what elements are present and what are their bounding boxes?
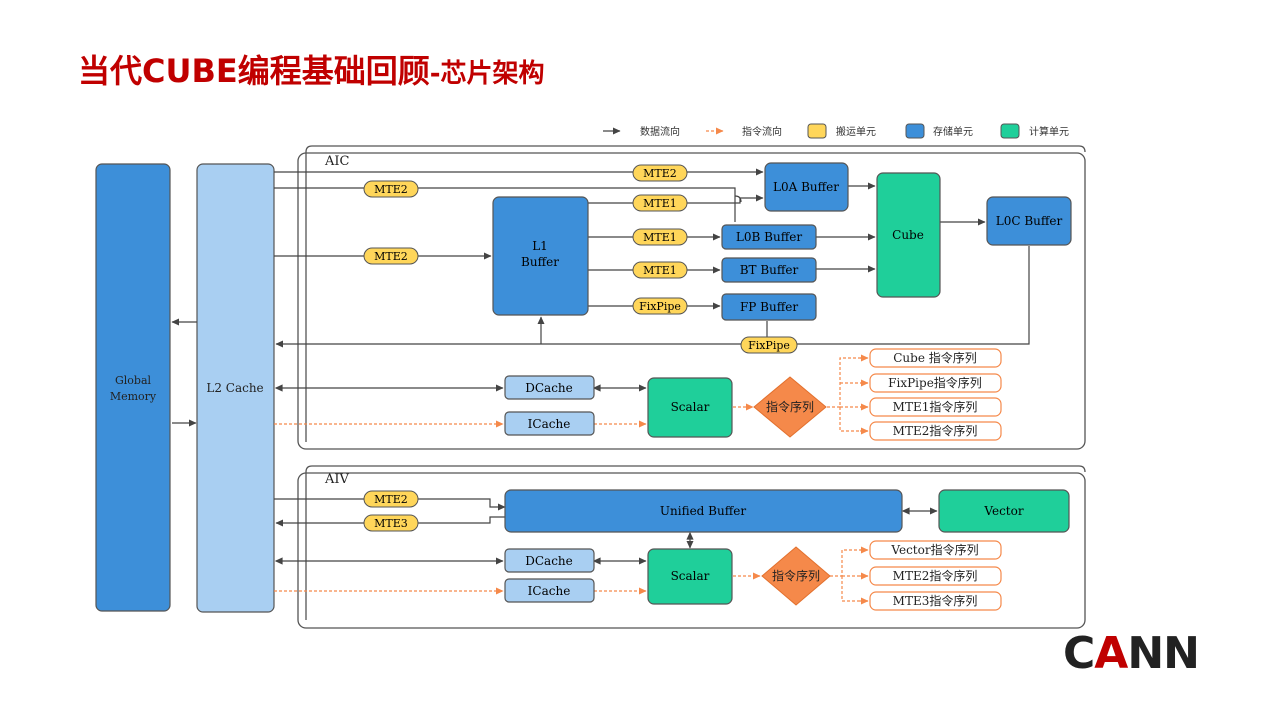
legend-move-unit: 搬运单元	[836, 125, 876, 138]
aiv-mte2-pill	[363, 490, 419, 508]
legend-instr-flow: 指令流向	[742, 125, 782, 138]
compute-unit-swatch	[1000, 123, 1020, 139]
title-main: 当代CUBE编程基础回顾	[78, 52, 430, 90]
aiv-icache-block	[504, 578, 595, 603]
mte1-b-pill	[632, 228, 688, 246]
aiv-instr-queue-label: 指令序列	[772, 568, 820, 583]
aic-scalar-block	[647, 377, 733, 438]
aic-queue-label: MTE2指令序列	[893, 423, 978, 438]
aic-icache-block	[504, 411, 595, 436]
aiv-queue-box	[869, 591, 1002, 611]
aiv-queue-label: MTE2指令序列	[893, 568, 978, 583]
mte1-a-pill	[632, 194, 688, 212]
aic-queue-box	[869, 421, 1002, 441]
l1-buffer-block	[492, 196, 589, 316]
legend-compute-unit: 计算单元	[1029, 125, 1069, 138]
cube-block	[876, 172, 941, 298]
mte2-row2-pill	[363, 180, 419, 198]
aic-queue-box	[869, 373, 1002, 393]
aic-dcache-block	[504, 375, 595, 400]
aic-dcache-label: DCache	[525, 381, 573, 395]
aiv-mte2-label: MTE2	[374, 493, 408, 506]
global-memory-block	[95, 163, 171, 612]
l0c-buffer-block	[986, 196, 1072, 246]
cann-logo: CANN	[1063, 628, 1200, 679]
mte1-a-label: MTE1	[643, 197, 677, 210]
fp-buffer-block	[721, 293, 817, 321]
move-unit-swatch	[807, 123, 827, 139]
mte2-row2-label: MTE2	[374, 183, 408, 196]
l2-cache-block	[196, 163, 275, 613]
global-memory-label-2: Memory	[110, 390, 157, 403]
l0c-buffer-label: L0C Buffer	[996, 214, 1063, 228]
aiv-mte3-label: MTE3	[374, 517, 408, 530]
vector-label: Vector	[983, 504, 1023, 518]
cube-label: Cube	[892, 228, 924, 242]
unified-buffer-label: Unified Buffer	[660, 504, 746, 518]
storage-unit-swatch	[905, 123, 925, 139]
l0a-buffer-label: L0A Buffer	[773, 180, 839, 194]
legend-storage-unit: 存储单元	[933, 125, 973, 138]
aic-icache-label: ICache	[528, 417, 571, 431]
l1-buffer-label-1: L1	[532, 239, 548, 253]
aiv-queue-label: MTE3指令序列	[893, 593, 978, 608]
aic-instr-queue-diamond	[753, 376, 827, 438]
l0b-buffer-label: L0B Buffer	[736, 230, 802, 244]
aic-label: AIC	[324, 154, 350, 169]
aiv-queue-box	[869, 566, 1002, 586]
l0a-buffer-block	[764, 162, 849, 212]
l1-buffer-label-2: Buffer	[521, 255, 559, 269]
page-title: 当代CUBE编程基础回顾-芯片架构	[78, 46, 545, 92]
vector-block	[938, 489, 1070, 533]
aic-container	[297, 152, 1086, 450]
aic-scalar-label: Scalar	[671, 400, 710, 414]
title-sub: -芯片架构	[429, 59, 545, 89]
aiv-dcache-label: DCache	[525, 554, 573, 568]
aiv-queue-box	[869, 540, 1002, 560]
aic-queue-label: FixPipe指令序列	[888, 375, 982, 390]
aiv-dcache-block	[504, 548, 595, 573]
global-memory-label-1: Global	[115, 374, 152, 387]
bt-buffer-label: BT Buffer	[740, 263, 799, 277]
mte1-c-pill	[632, 261, 688, 279]
mte2-top-label: MTE2	[643, 167, 677, 180]
aiv-mte3-pill	[363, 514, 419, 532]
fixpipe-label: FixPipe	[639, 300, 681, 313]
mte2-top-pill	[632, 164, 688, 182]
aic-queue-label: Cube 指令序列	[893, 350, 977, 365]
fixpipe-bottom-label: FixPipe	[748, 339, 790, 352]
aiv-queue-label: Vector指令序列	[890, 542, 978, 557]
aiv-icache-label: ICache	[528, 584, 571, 598]
aic-instr-queue-label: 指令序列	[766, 399, 814, 414]
mte1-c-label: MTE1	[643, 264, 677, 277]
legend: 数据流向 指令流向 搬运单元 存储单元 计算单元	[603, 123, 1069, 139]
aic-queue-box	[869, 348, 1002, 368]
aiv-label: AIV	[324, 472, 350, 487]
aiv-scalar-block	[647, 548, 733, 605]
fixpipe-pill	[632, 297, 688, 315]
aiv-container	[297, 472, 1086, 629]
fixpipe-bottom-pill	[740, 336, 798, 354]
fp-buffer-label: FP Buffer	[740, 300, 798, 314]
legend-data-flow: 数据流向	[640, 125, 680, 138]
aiv-queue-list: Vector指令序列 MTE2指令序列 MTE3指令序列	[869, 540, 1002, 611]
unified-buffer-block	[504, 489, 903, 533]
bt-buffer-block	[721, 257, 817, 283]
aiv-instr-queue-diamond	[761, 546, 831, 606]
aiv-scalar-label: Scalar	[671, 569, 710, 583]
aic-queue-label: MTE1指令序列	[893, 399, 978, 414]
aic-queue-list: Cube 指令序列 FixPipe指令序列 MTE1指令序列 MTE2指令序列	[869, 348, 1002, 441]
aic-queue-box	[869, 397, 1002, 417]
mte2-mid-pill	[363, 247, 419, 265]
mte2-mid-label: MTE2	[374, 250, 408, 263]
mte1-b-label: MTE1	[643, 231, 677, 244]
l2-cache-label: L2 Cache	[206, 381, 263, 395]
l0b-buffer-block	[721, 224, 817, 250]
